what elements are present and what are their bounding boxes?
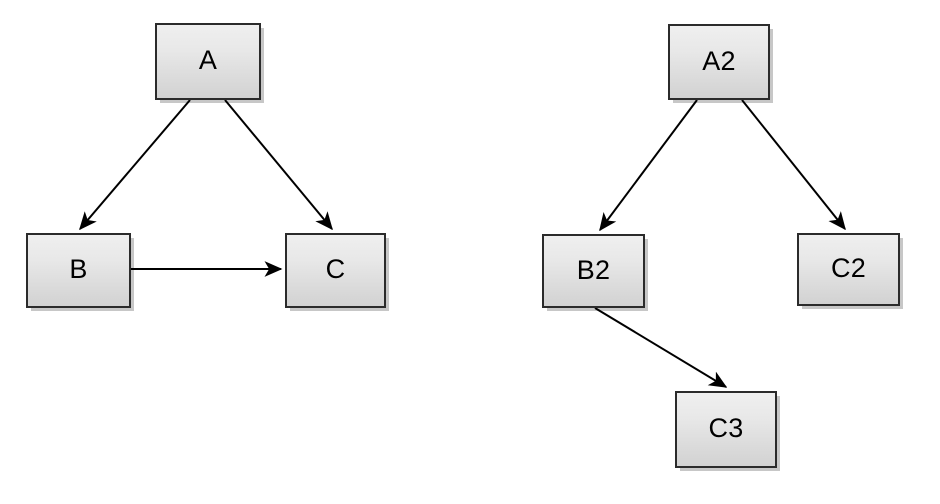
node-c[interactable]: C (285, 233, 386, 308)
edge-a-to-c[interactable] (224, 99, 333, 231)
edge-a2-to-b2[interactable] (599, 99, 698, 232)
edge-a-to-b[interactable] (79, 99, 191, 231)
node-b2[interactable]: B2 (542, 234, 645, 308)
node-label-a: A (198, 45, 218, 75)
node-a[interactable]: A (155, 23, 261, 100)
edge-b2-to-c3[interactable] (594, 307, 728, 388)
node-c2[interactable]: C2 (797, 233, 900, 306)
node-c3[interactable]: C3 (675, 391, 777, 468)
edge-a2-to-c2[interactable] (741, 99, 846, 231)
node-a2[interactable]: A2 (668, 24, 770, 100)
node-label-b: B (69, 254, 88, 284)
node-label-b2: B2 (576, 254, 611, 285)
node-b[interactable]: B (26, 233, 131, 308)
node-label-c: C (325, 254, 346, 284)
node-label-a2: A2 (702, 45, 736, 76)
node-label-c2: C2 (830, 253, 867, 283)
node-label-c3: C3 (708, 413, 744, 443)
